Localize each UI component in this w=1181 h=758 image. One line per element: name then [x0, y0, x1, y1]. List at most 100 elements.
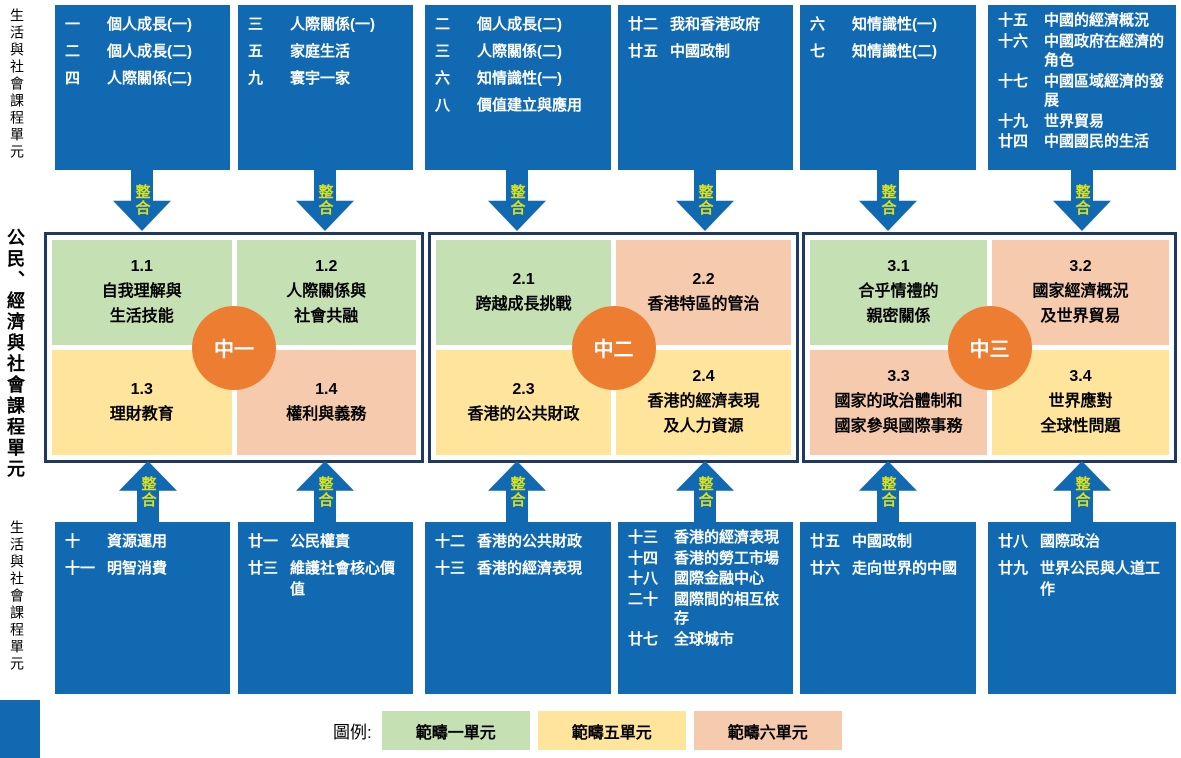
- unit-text: 國際政治: [1040, 533, 1101, 550]
- module-id: 2.4: [692, 368, 715, 386]
- integration-label: 整合: [1073, 183, 1091, 216]
- unit-number: 廿二: [628, 16, 659, 33]
- unit-number: 十七: [998, 72, 1029, 90]
- unit-text: 世界公民與人道工作: [1040, 560, 1161, 598]
- integration-arrow-down-2: 整合: [296, 168, 354, 231]
- unit-number: 三: [435, 43, 451, 60]
- unit-number: 十一: [65, 560, 96, 577]
- unit-text: 寰宇一家: [290, 70, 351, 87]
- side-label-life-society-bottom: 生活與社會課程單元: [9, 520, 25, 673]
- unit-item: 五家庭生活: [248, 41, 407, 62]
- top-unit-box-3: 二個人成長(二) 三人際關係(二) 六知情識性(一) 八價值建立與應用: [425, 5, 611, 170]
- unit-item: 廿六走向世界的中國: [810, 558, 970, 579]
- unit-item: 十七中國區域經濟的發展: [998, 72, 1170, 111]
- form-2-box: 2.1 跨越成長挑戰 2.2 香港特區的管治 2.3 香港的公共財政 2.4 香…: [428, 232, 799, 463]
- module-cell-1-1: 1.1 自我理解與 生活技能: [52, 240, 232, 345]
- integration-arrow-up-3: 整合: [488, 461, 546, 523]
- top-unit-box-4: 廿二我和香港政府 廿五中國政制: [618, 5, 793, 170]
- unit-text: 個人成長(一): [107, 16, 192, 33]
- unit-number: 十九: [998, 112, 1029, 130]
- unit-number: 六: [435, 70, 451, 87]
- unit-number: 廿四: [998, 133, 1029, 150]
- module-id: 1.4: [315, 380, 338, 398]
- form-3-circle: 中三: [947, 305, 1032, 390]
- module-id: 2.3: [512, 380, 535, 398]
- unit-number: 六: [810, 16, 826, 33]
- unit-number: 廿九: [998, 560, 1029, 577]
- unit-number: 十: [65, 533, 81, 550]
- unit-text: 公民權責: [290, 533, 351, 550]
- legend-strand-5: 範疇五單元: [537, 711, 686, 750]
- bottom-unit-box-3: 十二香港的公共財政 十三香港的經濟表現: [425, 522, 611, 694]
- side-label-life-society-top: 生活與社會課程單元: [9, 8, 25, 161]
- unit-text: 家庭生活: [290, 43, 351, 60]
- module-id: 3.4: [1069, 368, 1092, 386]
- module-title: 理財教育: [109, 405, 174, 423]
- integration-arrow-up-6: 整合: [1053, 461, 1111, 523]
- unit-text: 中國政制: [670, 43, 731, 60]
- integration-arrow-up-2: 整合: [296, 461, 354, 523]
- bottom-unit-box-4: 十三香港的經濟表現 十四香港的勞工市場 十八國際金融中心 二十國際間的相互依存 …: [618, 522, 793, 694]
- module-id: 1.2: [315, 258, 338, 276]
- unit-text: 中國政府在經濟的角色: [1044, 32, 1165, 70]
- unit-text: 走向世界的中國: [852, 560, 958, 577]
- unit-text: 世界貿易: [1044, 112, 1105, 130]
- unit-text: 明智消費: [107, 560, 168, 577]
- module-title: 世界應對 全球性問題: [1040, 393, 1121, 435]
- bottom-unit-box-1: 十 資源運用 十一明智消費: [55, 522, 230, 694]
- unit-item: 二 個人成長(二): [65, 41, 224, 62]
- integration-arrow-down-6: 整合: [1053, 168, 1111, 231]
- unit-item: 十三香港的經濟表現: [628, 528, 787, 548]
- integration-label: 整合: [1073, 476, 1091, 508]
- side-label-citizenship-economics-society: 公民、經濟與社會課程單元: [5, 228, 25, 480]
- unit-number: 九: [248, 70, 264, 87]
- module-title: 國家經濟概況 及世界貿易: [1032, 283, 1129, 325]
- unit-number: 十二: [435, 533, 466, 550]
- integration-label: 整合: [508, 183, 526, 216]
- unit-item: 六知情識性(一): [810, 14, 970, 35]
- integration-label: 整合: [879, 476, 897, 508]
- unit-text: 國際間的相互依存: [674, 590, 780, 628]
- unit-text: 香港的經濟表現: [477, 560, 583, 577]
- unit-text: 資源運用: [107, 533, 168, 550]
- unit-item: 廿二我和香港政府: [628, 14, 787, 35]
- unit-number: 三: [248, 16, 264, 33]
- module-cell-2-2: 2.2 香港特區的管治: [616, 240, 791, 345]
- unit-number: 二: [65, 43, 81, 60]
- unit-item: 十六中國政府在經濟的角色: [998, 32, 1170, 71]
- unit-number: 廿八: [998, 533, 1029, 550]
- bottom-unit-box-5: 廿五中國政制 廿六走向世界的中國: [800, 522, 976, 694]
- integration-label: 整合: [696, 476, 714, 508]
- unit-number: 廿五: [810, 533, 841, 550]
- unit-item: 廿五中國政制: [628, 41, 787, 62]
- unit-text: 人際關係(二): [477, 43, 562, 60]
- legend-strand-6: 範疇六單元: [693, 711, 842, 750]
- unit-text: 中國國民的生活: [1044, 133, 1150, 150]
- module-id: 1.3: [130, 380, 153, 398]
- unit-number: 廿六: [810, 560, 841, 577]
- module-title: 權利與義務: [286, 405, 367, 423]
- legend: 圖例: 範疇一單元 範疇五單元 範疇六單元: [333, 711, 850, 750]
- unit-number: 四: [65, 70, 81, 87]
- module-title: 跨越成長挑戰: [475, 295, 572, 313]
- bottom-unit-box-6: 廿八國際政治 廿九世界公民與人道工作: [988, 522, 1176, 694]
- unit-item: 一個人成長(一): [65, 14, 224, 35]
- module-title: 香港的公共財政: [467, 405, 580, 423]
- module-title: 國家的政治體制和 國家參與國際事務: [834, 393, 963, 435]
- unit-item: 廿九世界公民與人道工作: [998, 558, 1170, 600]
- unit-number: 十四: [628, 549, 659, 567]
- module-id: 3.3: [887, 368, 910, 386]
- integration-arrow-up-5: 整合: [859, 461, 917, 523]
- unit-text: 個人成長(二): [477, 16, 562, 33]
- unit-text: 中國的經濟概況: [1044, 12, 1150, 29]
- unit-item: 廿八國際政治: [998, 531, 1170, 552]
- top-unit-box-5: 六知情識性(一) 七知情識性(二): [800, 5, 976, 170]
- module-id: 2.2: [692, 270, 715, 288]
- unit-number: 十六: [998, 32, 1029, 50]
- form-3-box: 3.1 合乎情禮的 親密關係 3.2 國家經濟概況 及世界貿易 3.3 國家的政…: [802, 232, 1177, 463]
- unit-text: 個人成長(二): [107, 43, 192, 60]
- unit-item: 二個人成長(二): [435, 14, 605, 35]
- unit-item: 八價值建立與應用: [435, 95, 605, 116]
- legend-label: 圖例:: [333, 723, 372, 742]
- form-1-circle: 中一: [192, 305, 276, 390]
